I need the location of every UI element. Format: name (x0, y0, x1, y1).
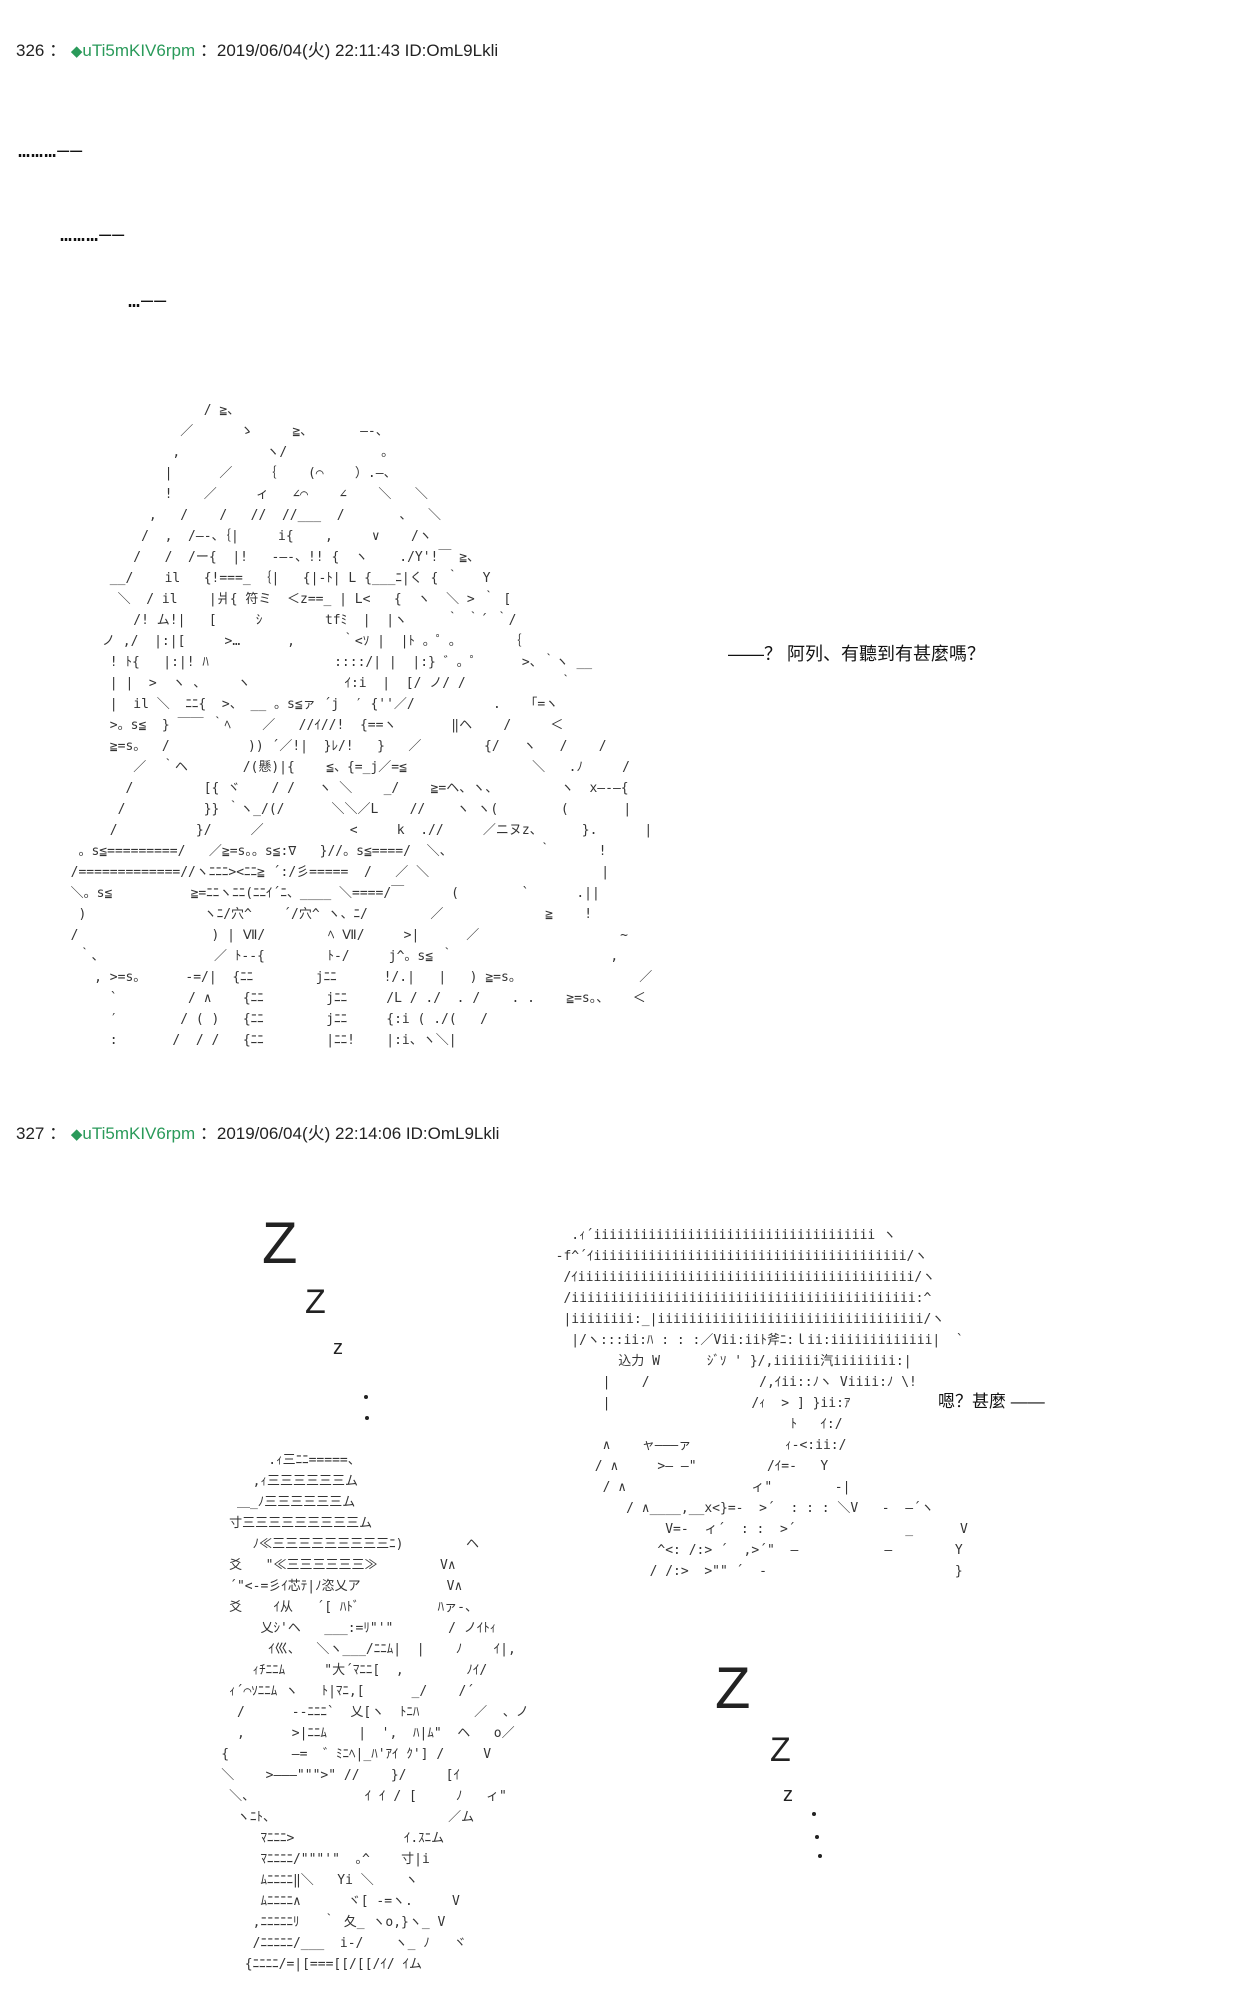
ascii-art-character: .ｨ´iiiiiiiiiiiiiiiiiiiiiiiiiiiiiiiiiiii … (555, 1228, 968, 1579)
sleep-mark-medium: Z (305, 1283, 326, 1321)
sleep-dot (365, 1416, 369, 1420)
sleep-mark-large: Z (262, 1211, 298, 1276)
post-separator: ： (49, 41, 67, 60)
ellipsis-line: …—— (128, 288, 168, 312)
post-header: 327 ： ◆uTi5mKIV6rpm ：2019/06/04(火) 22:14… (16, 1123, 499, 1146)
dialogue-text: ——？ 阿列、有聽到有甚麼嗎？ (728, 644, 985, 664)
trip-gem-icon: ◆ (70, 1126, 83, 1143)
dialogue-text: 嗯？甚麼 —— (938, 1392, 1045, 1411)
post-header: 326 ： ◆uTi5mKIV6rpm ：2019/06/04(火) 22:11… (16, 40, 498, 63)
ascii-art-character: .ｨ三ﾆﾆ=====、 ,ｨ三三三三三三ム ＿_ﾉ三三三三三三ム 寸三三三三三三… (221, 1453, 529, 1972)
sleep-dot (364, 1395, 368, 1399)
ellipsis-line: ………—— (60, 222, 126, 246)
sleep-mark-medium: Z (770, 1731, 791, 1769)
sleep-dot (815, 1835, 819, 1839)
post-meta: ：2019/06/04(火) 22:11:43 ID:OmL9Lkli (199, 41, 499, 60)
post-meta: ：2019/06/04(火) 22:14:06 ID:OmL9Lkli (199, 1124, 500, 1143)
post-number: 326 (16, 41, 45, 60)
post-separator: ： (49, 1124, 67, 1143)
poster-trip[interactable]: uTi5mKIV6rpm (82, 41, 196, 60)
sleep-dot (818, 1854, 822, 1858)
sleep-dot (812, 1812, 816, 1816)
trip-gem-icon: ◆ (70, 43, 83, 60)
sleep-mark-small: z (783, 1784, 793, 1806)
ellipsis-line: ………—— (18, 138, 84, 162)
sleep-mark-small: z (333, 1337, 343, 1359)
ascii-art-character: / ≧、 ／ ゝ ≧、 ―-、 , ヽ/ 。 | ／ ｛ (⌒ ）.―、 ! ／… (70, 403, 653, 1048)
poster-trip[interactable]: uTi5mKIV6rpm (82, 1124, 196, 1143)
sleep-mark-large: Z (715, 1656, 751, 1721)
post-number: 327 (16, 1124, 45, 1143)
